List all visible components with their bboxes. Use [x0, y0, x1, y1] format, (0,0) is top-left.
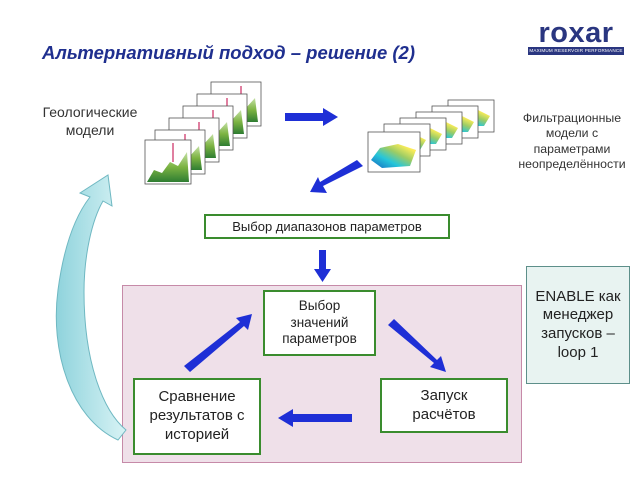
logo-wordmark: roxar [538, 17, 614, 49]
compare-history-box: Сравнение результатов с историей [133, 378, 261, 455]
filtration-models-label: Фильтрационные модели с параметрами неоп… [518, 111, 626, 172]
flow-arrows [184, 108, 446, 427]
enable-note: ENABLE как менеджер запусков – loop 1 [526, 266, 630, 384]
slide-title: Альтернативный подход – решение (2) [42, 42, 415, 63]
geological-models-label: Геологические модели [42, 104, 138, 138]
arrow-down [314, 250, 331, 282]
geological-models-stack [144, 81, 262, 185]
cycle-arrow [55, 174, 127, 441]
parameter-ranges-box: Выбор диапазонов параметров [204, 214, 450, 239]
filtration-models-stack [367, 99, 495, 173]
run-calculations-box: Запуск расчётов [380, 378, 508, 433]
arrow-compare-to-select [184, 314, 252, 372]
select-values-box: Выбор значений параметров [263, 290, 376, 356]
roxar-logo: roxar MAXIMUM RESERVOIR PERFORMANCE [528, 17, 624, 56]
arrow-right [285, 108, 338, 126]
arrow-run-to-compare [278, 409, 352, 427]
arrow-select-to-run [388, 319, 446, 372]
filt-model-card [367, 131, 421, 173]
geo-model-card [144, 139, 192, 185]
arrow-down-left [310, 160, 363, 193]
logo-tagline: MAXIMUM RESERVOIR PERFORMANCE [528, 47, 624, 55]
